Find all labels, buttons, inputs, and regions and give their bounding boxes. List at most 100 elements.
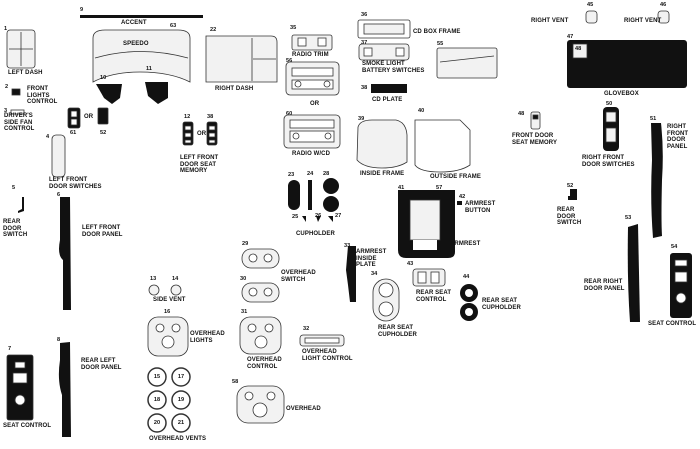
armrest-part [398, 190, 455, 258]
num-2: 2 [5, 84, 9, 90]
label-seat-control-right: SEAT CONTROL [648, 321, 697, 327]
label-radio-trim: RADIO TRIM [292, 52, 329, 58]
cupholder-25-part [302, 216, 306, 222]
num-32: 32 [303, 326, 310, 332]
num-25: 25 [292, 214, 299, 220]
right-dash-part [205, 35, 278, 83]
num-50: 50 [606, 101, 613, 107]
cluster-trim-11-part [145, 82, 168, 104]
num-60: 60 [286, 111, 293, 117]
num-42: 42 [459, 194, 466, 200]
num-11: 11 [146, 66, 152, 72]
num-36: 36 [361, 12, 368, 18]
num-3: 3 [4, 108, 8, 114]
num-47: 47 [567, 34, 574, 40]
label-outside-frame: OUTSIDE FRAME [430, 174, 481, 180]
num-45: 45 [587, 2, 594, 8]
num-40: 40 [418, 108, 425, 114]
radio-56-part [285, 61, 340, 96]
label-radio-w-cd: RADIO W/CD [292, 151, 330, 157]
overhead-vent-21-part [171, 413, 191, 433]
rear-seat-cupholder-34-part [372, 278, 400, 322]
num-39: 39 [358, 116, 365, 122]
label-armrest-button: ARMREST BUTTON [465, 201, 496, 214]
num-1: 1 [4, 26, 8, 32]
label-right-front-door-switches: RIGHT FRONT DOOR SWITCHES [582, 155, 635, 168]
inside-frame-part [356, 119, 408, 169]
overhead-vent-20-part [147, 413, 167, 433]
num-63: 63 [170, 23, 177, 29]
label-overhead-control: OVERHEAD CONTROL [247, 357, 282, 370]
left-dash-part [6, 29, 36, 69]
cupholder-28-part [323, 178, 339, 212]
left-front-door-switches-part [51, 134, 66, 178]
label-overhead-light-control: OVERHEAD LIGHT CONTROL [302, 349, 353, 362]
drivers-fan-control-part [10, 109, 25, 115]
num-14: 14 [172, 276, 179, 282]
right-front-door-switches-part [603, 107, 619, 151]
num-37: 37 [361, 40, 368, 46]
outside-frame-part [414, 119, 471, 173]
num-24: 24 [307, 171, 314, 177]
num-58: 58 [232, 379, 239, 385]
label-speedo: SPEEDO [123, 41, 149, 47]
label-rear-right-door-panel: REAR RIGHT DOOR PANEL [584, 279, 625, 292]
num-23: 23 [288, 172, 295, 178]
label-left-dash: LEFT DASH [8, 70, 43, 76]
label-right-vent-left: RIGHT VENT [531, 18, 569, 24]
num-48-door-memory: 48 [518, 111, 525, 117]
label-overhead-lights: OVERHEAD LIGHTS [190, 331, 225, 344]
label-overhead-switch: OVERHEAD SWITCH [281, 270, 316, 283]
label-front-door-seat-memory: FRONT DOOR SEAT MEMORY [512, 133, 558, 146]
num-18: 18 [153, 397, 161, 403]
num-15: 15 [153, 374, 161, 380]
num-29: 29 [242, 241, 249, 247]
right-front-door-panel-part [651, 123, 663, 238]
num-52-right: 52 [567, 183, 574, 189]
overhead-switch-30-part [241, 282, 280, 303]
front-door-seat-memory-part [530, 111, 541, 130]
rear-seat-cupholder-44-part [460, 284, 478, 321]
num-61: 61 [70, 130, 77, 136]
num-54: 54 [671, 244, 678, 250]
num-34: 34 [371, 271, 378, 277]
num-46: 46 [660, 2, 667, 8]
num-52-left: 52 [100, 130, 107, 136]
label-glovebox: GLOVEBOX [604, 91, 639, 97]
seat-control-right-part [670, 253, 692, 318]
label-inside-frame: INSIDE FRAME [360, 171, 405, 177]
seat-memory-38-part [206, 121, 218, 146]
rear-left-door-panel-part [58, 342, 71, 437]
label-or-1: OR [84, 114, 94, 120]
overhead-light-control-part [299, 334, 345, 347]
label-cupholder: CUPHOLDER [296, 231, 335, 237]
label-drivers-side-fan-control: DRIVER'S SIDE FAN CONTROL [4, 113, 35, 133]
num-56: 56 [286, 58, 293, 64]
rear-seat-control-part [412, 268, 446, 287]
num-27: 27 [335, 213, 342, 219]
num-22: 22 [210, 27, 217, 33]
smoke-light-switches-part [358, 43, 410, 61]
label-right-dash: RIGHT DASH [215, 86, 254, 92]
accent-part [80, 15, 203, 18]
num-12: 12 [184, 114, 191, 120]
num-44: 44 [463, 274, 470, 280]
label-armrest-inside-plate: ARMREST INSIDE PLATE [356, 249, 387, 269]
overhead-vent-17-part [171, 367, 191, 387]
label-rear-left-door-panel: REAR LEFT DOOR PANEL [81, 358, 122, 371]
label-overhead: OVERHEAD [286, 406, 321, 412]
armrest-button-part [457, 201, 462, 205]
num-7: 7 [8, 346, 12, 352]
overhead-lights-part [147, 316, 189, 357]
num-43: 43 [407, 261, 414, 267]
num-41: 41 [398, 185, 405, 191]
overhead-part [236, 385, 285, 424]
glovebox-part [567, 40, 687, 88]
radio-trim-part [291, 34, 333, 51]
rear-door-switch-part [18, 197, 24, 213]
num-33: 33 [344, 243, 351, 249]
num-4: 4 [46, 134, 50, 140]
label-side-vent: SIDE VENT [153, 297, 186, 303]
overhead-vent-18-part [147, 390, 167, 410]
